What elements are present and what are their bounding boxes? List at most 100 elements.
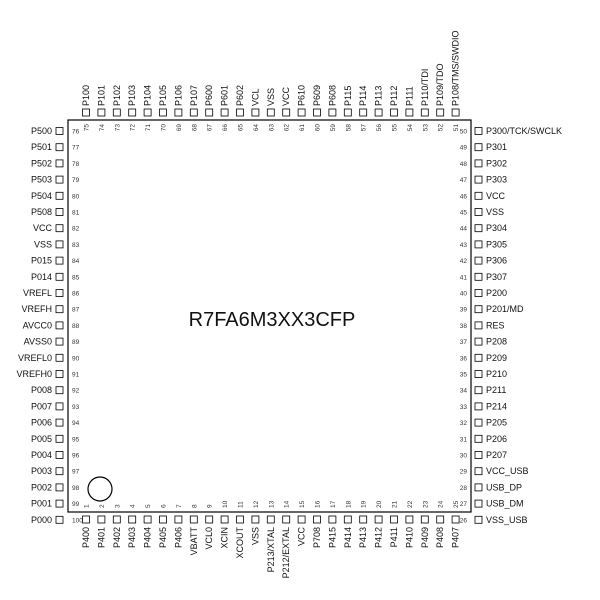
pin-pad-30 [474,451,483,459]
pin-label-5: P404 [143,527,153,548]
pin-number-20: 20 [376,500,383,508]
pin-pad-79 [55,175,64,184]
pin-label-90: VREFL0 [18,353,52,363]
pin-number-49: 49 [460,145,468,152]
pin-number-61: 61 [299,124,306,132]
pin-pad-67 [205,108,214,117]
pin-number-18: 18 [345,500,352,508]
pin-pad-54 [405,108,414,117]
pin-label-37: P208 [486,337,507,347]
pin-label-82: VCC [33,223,53,233]
pin-number-24: 24 [438,500,445,508]
pin-pad-89 [55,337,64,346]
pin-pad-83 [55,240,64,249]
pin-label-89: AVSS0 [24,337,52,347]
pin-label-81: P508 [31,207,52,217]
pin-pad-28 [474,483,483,492]
pin-number-9: 9 [207,504,214,508]
pin-label-42: P306 [486,256,507,266]
pin-pad-15 [297,515,306,524]
pin-number-82: 82 [72,226,80,233]
pin-label-53: P110/TDI [420,69,430,106]
pin-label-41: P307 [486,272,507,282]
pin-number-66: 66 [222,124,229,132]
pin-pad-57 [359,108,368,117]
pin-number-4: 4 [130,504,137,508]
pin-number-94: 94 [72,420,80,427]
pin-pad-92 [55,386,64,395]
pin-label-27: USB_DM [486,499,524,509]
pin-label-85: P014 [31,272,52,282]
pin-pad-14 [282,515,291,524]
pin-number-68: 68 [191,124,198,132]
pin-number-97: 97 [72,469,80,476]
pin-pad-45 [474,208,483,216]
pin-number-78: 78 [72,161,80,168]
pin-label-35: P210 [486,369,507,379]
pin-number-51: 51 [453,124,460,132]
pin-label-74: P101 [96,85,106,106]
pin-number-15: 15 [299,500,306,508]
pin-pad-87 [55,305,64,314]
pin-number-60: 60 [315,124,322,132]
pin-pad-50 [474,127,483,135]
pin-label-88: AVCC0 [23,320,52,330]
pin-number-27: 27 [460,501,468,508]
pin-number-11: 11 [238,501,245,508]
pin-pad-64 [251,108,260,117]
pin-number-59: 59 [330,124,337,132]
pin-label-62: VCC [281,86,291,106]
pin-pad-43 [474,240,483,249]
pin-label-7: P406 [173,527,183,548]
pin-number-14: 14 [284,500,291,508]
pin-pad-3 [112,515,121,524]
pin-label-77: P501 [31,142,52,152]
pin-label-71: P104 [143,85,153,106]
pin-pad-24 [436,515,445,524]
pin-label-91: VREFH0 [16,369,52,379]
pin-label-67: P600 [204,85,214,106]
pin-number-21: 21 [392,500,399,508]
pin-number-63: 63 [268,124,275,132]
pin-label-92: P008 [31,385,52,395]
pin-number-92: 92 [72,388,80,395]
pin-pad-5 [143,515,152,524]
chip-part-number: R7FA6M3XX3CFP [189,309,356,331]
pin-pad-100 [55,515,64,524]
pin-label-59: P608 [327,85,337,106]
pin-number-6: 6 [161,504,168,508]
pin-label-66: P601 [220,85,230,106]
pin-number-53: 53 [422,124,429,132]
pin-label-11: XCOUT [235,526,245,558]
pin-pad-75 [82,108,90,117]
pin-pad-82 [55,224,64,233]
pin-number-65: 65 [238,124,245,132]
pin-number-34: 34 [460,388,468,395]
pin-label-40: P200 [486,288,507,298]
pin-label-25: P407 [451,527,461,548]
pin-number-12: 12 [253,500,260,508]
pin-label-14: P212/EXTAL [281,527,291,578]
pin-label-94: P006 [31,418,52,428]
pin-pad-26 [474,515,483,524]
pin-pad-80 [55,191,64,200]
pin-label-32: P205 [486,418,507,428]
pin-label-12: VSS [250,527,260,545]
pin-pad-33 [474,402,483,411]
pin-pad-69 [174,108,183,117]
pin-pad-86 [55,289,64,297]
pin-pad-20 [374,515,383,524]
pin-pad-90 [55,353,64,362]
pin-number-46: 46 [460,193,468,200]
chip-body [67,119,472,513]
pin-pad-68 [189,108,198,117]
pin-pad-39 [474,305,483,314]
pin-pad-1 [82,515,90,524]
pin-number-43: 43 [460,242,468,249]
pin-number-55: 55 [392,124,399,132]
pin-pad-72 [128,108,137,117]
pin-number-5: 5 [145,504,152,508]
pin-pad-88 [55,321,64,330]
pin-label-2: P401 [96,527,106,548]
